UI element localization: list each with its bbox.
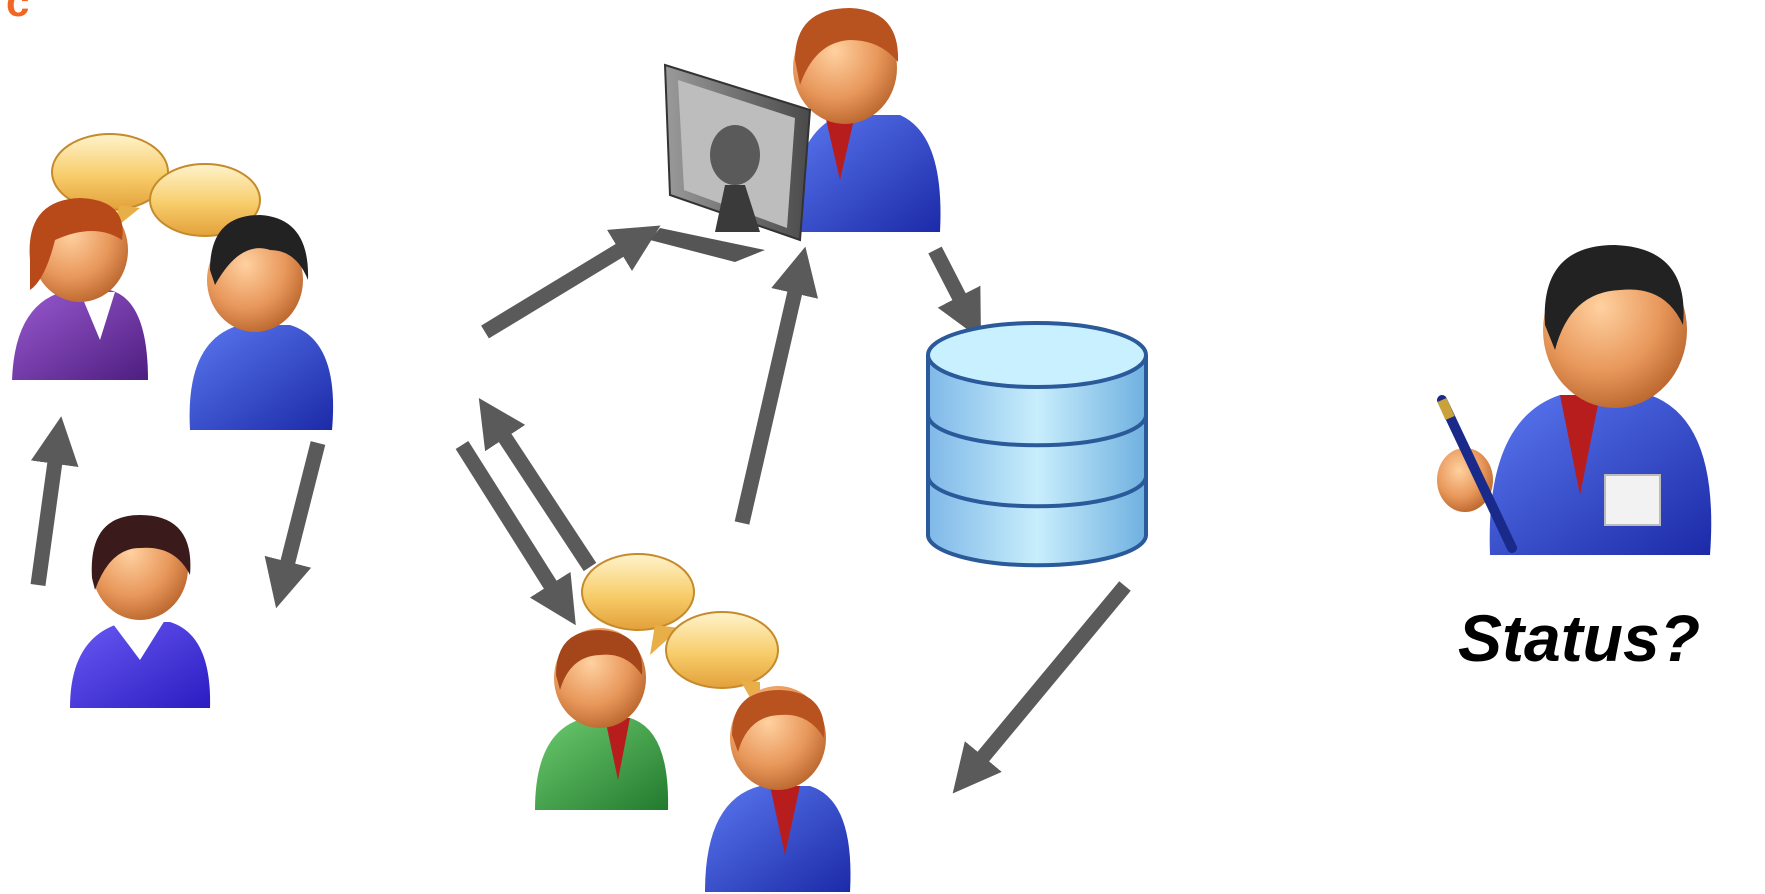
arrow-up-left (30, 416, 79, 587)
arrow-to-database (928, 246, 981, 340)
arrow-from-database (952, 581, 1131, 794)
people-chatting-icon-bottom (535, 553, 851, 892)
person-icon (70, 515, 211, 708)
people-chatting-icon (12, 133, 334, 430)
arrow-up-to-computer (734, 246, 819, 525)
person-with-pen-icon (1437, 245, 1712, 555)
arrows (30, 225, 1131, 794)
arrow-to-computer (481, 225, 661, 339)
arrow-down-left (264, 441, 326, 609)
status-label: Status? (1458, 601, 1701, 675)
arrow-to-group-bottom (455, 440, 576, 626)
corner-label: c (6, 0, 30, 25)
database-icon (926, 321, 1148, 568)
computer-user-icon (650, 8, 941, 262)
arrow-from-group-bottom (478, 397, 597, 572)
